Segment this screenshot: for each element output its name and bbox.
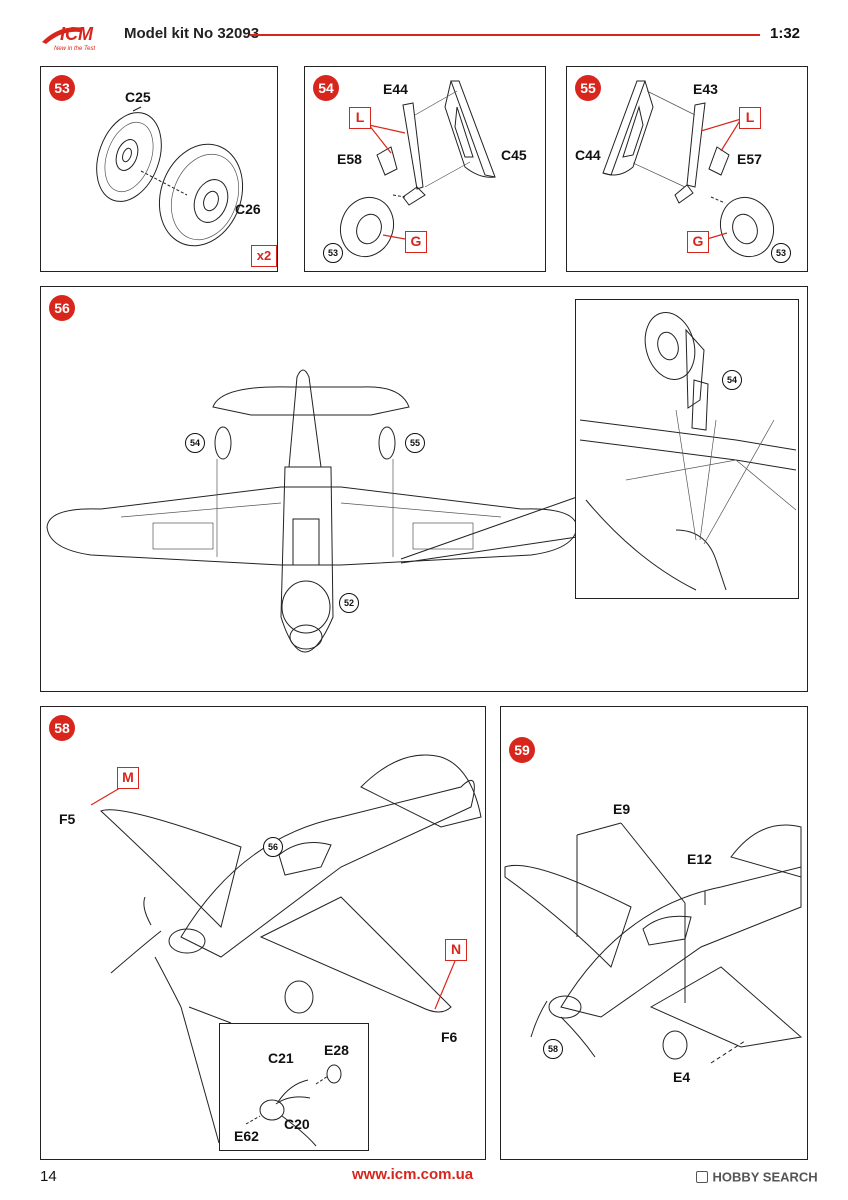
step-number: 55 [575,75,601,101]
propeller-detail-drawing [245,1064,342,1147]
part-c26: C26 [235,201,261,217]
step-53-panel: 53 C25 C26 x2 [40,66,278,272]
part-c25: C25 [125,89,151,105]
part-f5: F5 [59,811,76,827]
step-number: 58 [49,715,75,741]
ref-step-53: 53 [323,243,343,263]
detail-inset: 54 [575,299,799,599]
logo-text: ICM [60,24,93,44]
part-c45: C45 [501,147,527,163]
logo-tagline: New in the Test [54,46,96,52]
step-number: 53 [49,75,75,101]
color-code-l: L [739,107,761,129]
logo-swoosh-icon [42,27,84,44]
watermark-text: HOBBY SEARCH [712,1169,818,1185]
gear-detail-drawing [579,312,797,591]
part-c21: C21 [268,1050,294,1066]
step-number: 59 [509,737,535,763]
aircraft-top-drawing-2 [504,822,803,1064]
right-gear-drawing [602,80,774,258]
ref-step-55: 55 [405,433,425,453]
watermark-icon [696,1170,708,1183]
ref-step-58: 58 [543,1039,563,1059]
part-f6: F6 [441,1029,458,1045]
part-e12: E12 [687,851,712,867]
step-54-panel: 54 E44 E58 C45 L G 53 [304,66,546,272]
watermark: HOBBY SEARCH [696,1168,818,1186]
color-code-l: L [349,107,371,129]
part-e9: E9 [613,801,631,817]
part-c20: C20 [284,1116,310,1132]
part-c44: C44 [575,147,601,163]
part-e44: E44 [383,81,408,97]
icm-logo: ICM New in the Test [40,22,120,56]
step-56-panel: 56 54 55 52 [40,286,808,692]
part-e4: E4 [673,1069,691,1085]
color-code-n: N [445,939,467,961]
ref-step-56: 56 [263,837,283,857]
scale-label: 1:32 [770,25,801,42]
aircraft-top-drawing [90,754,482,1144]
page-number: 14 [40,1168,57,1185]
ref-step-53: 53 [771,243,791,263]
part-e57: E57 [737,151,762,167]
part-e58: E58 [337,151,362,167]
wheel-parts-drawing [96,106,244,247]
kit-title: Model kit No 32093 [124,25,260,42]
multiplier-badge: x2 [251,245,277,267]
website-link[interactable]: www.icm.com.ua [352,1166,474,1183]
part-e62: E62 [234,1128,259,1144]
step-59-panel: 59 E9 E12 E4 58 [500,706,808,1160]
step-number: 56 [49,295,75,321]
part-e43: E43 [693,81,718,97]
header-rule [250,34,760,36]
color-code-m: M [117,767,139,789]
color-code-g: G [405,231,427,253]
step-58-panel: 58 F5 F6 M N 56 [40,706,486,1160]
ref-step-54: 54 [722,370,742,390]
part-e28: E28 [324,1042,349,1058]
color-code-g: G [687,231,709,253]
step-55-panel: 55 E43 C44 E57 L G 53 [566,66,808,272]
step-number: 54 [313,75,339,101]
ref-step-54: 54 [185,433,205,453]
propeller-inset: C21 E28 C20 E62 [219,1023,369,1151]
left-gear-drawing [340,80,496,258]
ref-step-52: 52 [339,593,359,613]
